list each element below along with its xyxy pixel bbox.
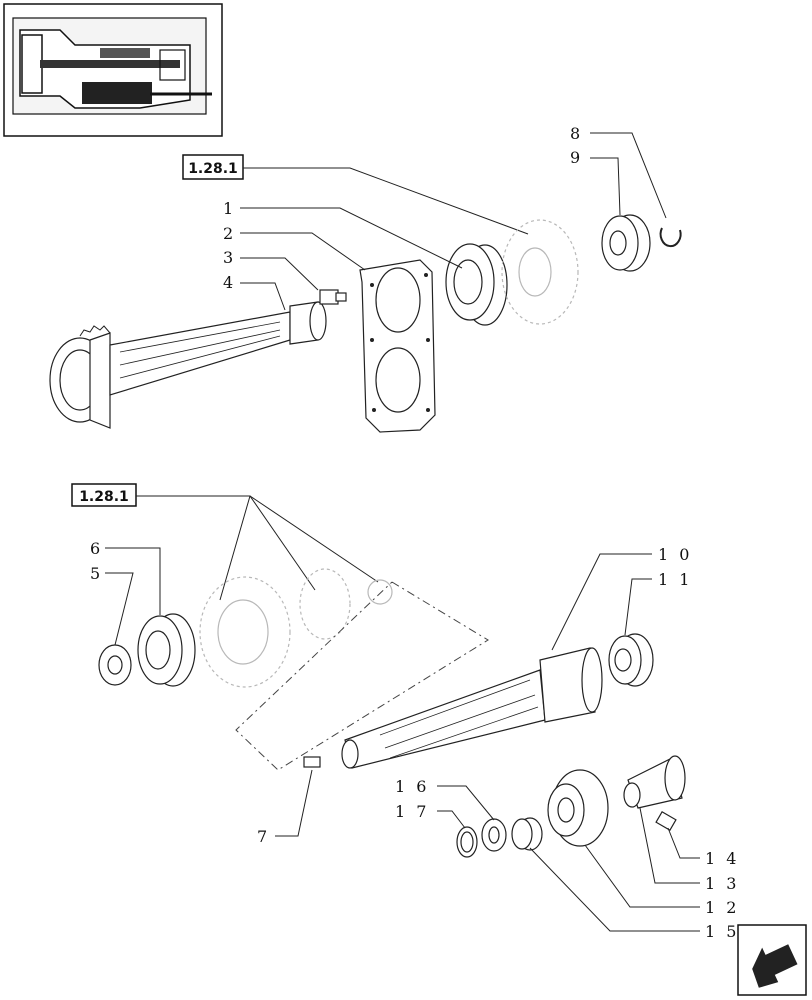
- callout-14: 1 4: [705, 849, 739, 868]
- leader-9: [590, 157, 621, 216]
- callout-4: 4: [223, 273, 236, 292]
- leader-ref-bottom-b: [249, 495, 316, 591]
- callout-6: 6: [90, 539, 103, 558]
- callout-16: 1 6: [395, 777, 429, 796]
- callout-9: 9: [570, 148, 583, 167]
- bearing-part-11: [608, 633, 654, 687]
- bearing-part-1: [445, 243, 508, 326]
- callout-13: 1 3: [705, 874, 739, 893]
- pin-part-7: [303, 756, 321, 768]
- main-shaft-part-10: [341, 647, 603, 769]
- reference-box-bottom[interactable]: 1.28.1: [71, 483, 137, 507]
- screw-part-14: [655, 810, 677, 832]
- leader-7: [275, 769, 313, 837]
- assembly-guide-outline: [235, 581, 489, 771]
- callout-5: 5: [90, 564, 103, 583]
- reference-label-top: 1.28.1: [188, 161, 238, 177]
- leader-2: [240, 232, 366, 271]
- leader-3: [240, 257, 319, 291]
- ghost-gear-top: [501, 219, 579, 325]
- leader-17: [437, 810, 466, 829]
- leader-13: [639, 807, 700, 884]
- screw-part-3: [319, 289, 347, 305]
- sleeve-part-13: [623, 755, 686, 809]
- callout-15: 1 5: [705, 922, 739, 941]
- leader-11: [624, 578, 652, 636]
- leader-12: [584, 844, 700, 908]
- leader-6: [105, 547, 161, 615]
- callout-17: 1 7: [395, 802, 429, 821]
- reference-label-bottom: 1.28.1: [79, 489, 129, 505]
- nut-part-5: [98, 644, 132, 686]
- leader-14: [667, 827, 700, 859]
- leader-4: [240, 282, 286, 311]
- leader-5: [105, 572, 134, 646]
- washer-part-16: [481, 818, 507, 852]
- leader-1: [240, 207, 463, 269]
- callout-8: 8: [570, 124, 583, 143]
- callout-3: 3: [223, 248, 236, 267]
- transmission-thumbnail[interactable]: [3, 3, 223, 137]
- callout-7: 7: [257, 827, 270, 846]
- washer-part-17: [456, 826, 478, 858]
- callout-12: 1 2: [705, 898, 739, 917]
- reference-box-top[interactable]: 1.28.1: [182, 154, 244, 180]
- leader-16: [437, 785, 495, 821]
- leader-ref-bottom-c: [249, 495, 379, 583]
- leader-15: [529, 847, 700, 932]
- leader-ref-top: [243, 167, 529, 235]
- callout-1: 1: [223, 199, 236, 218]
- input-shaft: [49, 301, 327, 429]
- callout-2: 2: [223, 224, 236, 243]
- leader-10: [551, 553, 652, 651]
- bearing-part-9: [601, 214, 651, 272]
- gear-part-12: [547, 769, 609, 847]
- gasket-plate-part-2: [359, 259, 436, 433]
- roller-part-15: [511, 817, 543, 851]
- circlip-part-8: [659, 227, 682, 248]
- leader-8: [590, 132, 667, 219]
- bearing-part-6: [137, 613, 196, 687]
- callout-10: 1 0: [658, 545, 692, 564]
- ghost-gears-bottom: [199, 568, 393, 688]
- next-page-arrow-icon[interactable]: [737, 924, 807, 996]
- callout-11: 1 1: [658, 570, 692, 589]
